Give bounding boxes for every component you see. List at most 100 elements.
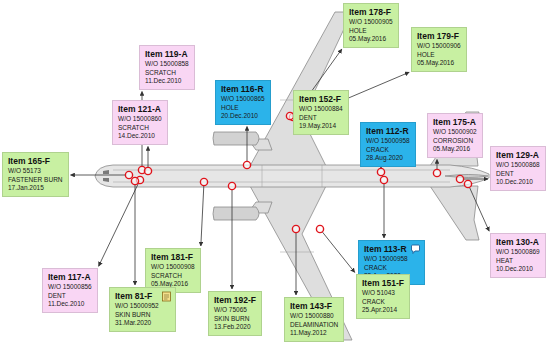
panel-line <box>113 170 450 171</box>
leader-line <box>201 186 204 246</box>
item-detail: W/O 15000952 <box>115 302 159 311</box>
item-detail: SKIN BURN <box>115 311 159 320</box>
item-detail: 28.Aug.2020 <box>366 154 410 163</box>
item-title: Item 151-F <box>362 278 404 289</box>
item-detail: W/O 15000880 <box>290 312 338 321</box>
panel-line <box>113 182 450 183</box>
item-detail: 11.May.2012 <box>290 329 338 338</box>
item-title: Item 130-A <box>496 237 540 248</box>
item-detail: W/O 15000958 <box>366 137 410 146</box>
callout-box: Item 143-FW/O 15000880DELAMINATION11.May… <box>284 297 344 342</box>
leader-line <box>135 185 136 285</box>
item-title: Item 129-A <box>496 150 540 161</box>
callout-box: Item 179-FW/O 15000906HOLE05.May.2016 <box>411 27 467 72</box>
callout-box: Item 151-FW/O 51043CRACK25.Apr.2014 <box>356 274 410 319</box>
leader-line <box>296 233 297 295</box>
damage-marker <box>228 182 235 189</box>
item-detail: CORROSION <box>433 137 477 146</box>
item-detail: HOLE <box>417 51 461 60</box>
item-detail: 10.Dec.2010 <box>496 178 540 187</box>
item-detail: W/O 15000884 <box>299 105 343 114</box>
item-detail: 05.May.2016 <box>433 145 477 154</box>
leader-line <box>247 127 248 162</box>
panel-line <box>322 165 323 187</box>
item-title: Item 143-F <box>290 301 338 312</box>
callout-box: Item 116-RW/O 15000865HOLE20.Dec.2010 <box>215 80 271 125</box>
callout-box: Item 165-FW/O 55173FASTENER BURN17.Jan.2… <box>2 152 69 197</box>
item-title: Item 116-R <box>221 84 265 95</box>
damage-marker <box>456 175 463 182</box>
item-detail: W/O 15000908 <box>151 263 195 272</box>
item-detail: W/O 15000905 <box>349 18 393 27</box>
item-title: Item 178-F <box>349 7 393 18</box>
item-title: Item 112-R <box>366 126 410 137</box>
damage-marker <box>464 180 471 187</box>
item-detail: 11.Dec.2010 <box>48 300 92 309</box>
item-detail: DENT <box>496 170 540 179</box>
panel-line <box>262 165 263 187</box>
cockpit-window <box>103 170 109 174</box>
callout-box: Item 119-AW/O 15000858SCRATCH11.Dec.2010 <box>139 45 195 90</box>
leader-line <box>232 190 233 289</box>
panel-line <box>280 252 314 253</box>
item-title: Item 152-F <box>299 94 343 105</box>
item-detail: W/O 15000958 <box>364 255 408 264</box>
damage-marker <box>377 168 384 175</box>
item-detail: 05.May.2016 <box>417 59 461 68</box>
damage-marker <box>144 167 151 174</box>
item-detail: 19.May.2014 <box>299 122 343 131</box>
item-title: Item 121-A <box>118 104 162 115</box>
item-detail: W/O 15000860 <box>118 115 162 124</box>
leader-line <box>71 175 125 176</box>
callout-box: Item 175-AW/O 15000902CORROSION05.May.20… <box>427 113 483 158</box>
item-detail: SCRATCH <box>145 69 189 78</box>
item-detail: 20.Dec.2010 <box>221 112 265 121</box>
item-detail: W/O 75065 <box>214 306 256 315</box>
item-detail: SKIN BURN <box>214 315 256 324</box>
item-detail: W/O 15000856 <box>48 283 92 292</box>
item-detail: HOLE <box>221 104 265 113</box>
item-title: Item 175-A <box>433 117 477 128</box>
cockpit-window <box>103 178 109 182</box>
item-detail: CRACK <box>364 264 408 273</box>
leader-line <box>322 232 354 272</box>
item-detail: 17.Jan.2015 <box>8 184 63 193</box>
callout-box: Item 121-AW/O 15000860SCRATCH14.Dec.2010 <box>112 100 168 145</box>
engine <box>213 207 259 220</box>
item-title: Item 165-F <box>8 156 63 167</box>
item-detail: DELAMINATION <box>290 321 338 330</box>
leader-line <box>99 184 139 267</box>
note-icon <box>161 291 172 302</box>
callout-box: Item 192-FW/O 75065SKIN BURN13.Feb.2020 <box>208 291 262 336</box>
leader-line <box>470 188 490 232</box>
fuselage <box>95 165 489 187</box>
item-detail: 14.Dec.2010 <box>118 132 162 141</box>
item-detail: SCRATCH <box>151 272 195 281</box>
damage-marker <box>316 225 323 232</box>
item-detail: W/O 51043 <box>362 289 404 298</box>
item-title: Item 181-F <box>151 252 195 263</box>
damage-marker <box>292 225 299 232</box>
item-detail: W/O 15000906 <box>417 42 461 51</box>
item-detail: W/O 15000858 <box>145 60 189 69</box>
callout-box: Item 178-FW/O 15000905HOLE05.May.2016 <box>343 3 399 48</box>
item-detail: 10.Dec.2010 <box>496 265 540 274</box>
leader-line <box>464 179 488 180</box>
item-detail: FASTENER BURN <box>8 176 63 185</box>
item-detail: HOLE <box>349 27 393 36</box>
callout-box: Item 181-FW/O 15000908SCRATCH05.May.2016 <box>145 248 201 293</box>
callout-box: Item 117-AW/O 15000856DENT11.Dec.2010 <box>42 268 98 313</box>
item-detail: W/O 15000868 <box>496 161 540 170</box>
chat-icon <box>410 244 421 255</box>
fin <box>445 175 488 178</box>
stabilizer <box>430 186 479 240</box>
item-detail: 13.Feb.2020 <box>214 323 256 332</box>
item-title: Item 81-F <box>115 291 159 302</box>
item-detail: W/O 15000865 <box>221 95 265 104</box>
item-detail: CRACK <box>366 146 410 155</box>
item-title: Item 117-A <box>48 272 92 283</box>
leader-line <box>148 147 149 168</box>
callout-box: Item 112-RW/O 15000958CRACK28.Aug.2020 <box>360 122 416 167</box>
item-detail: W/O 15000902 <box>433 128 477 137</box>
